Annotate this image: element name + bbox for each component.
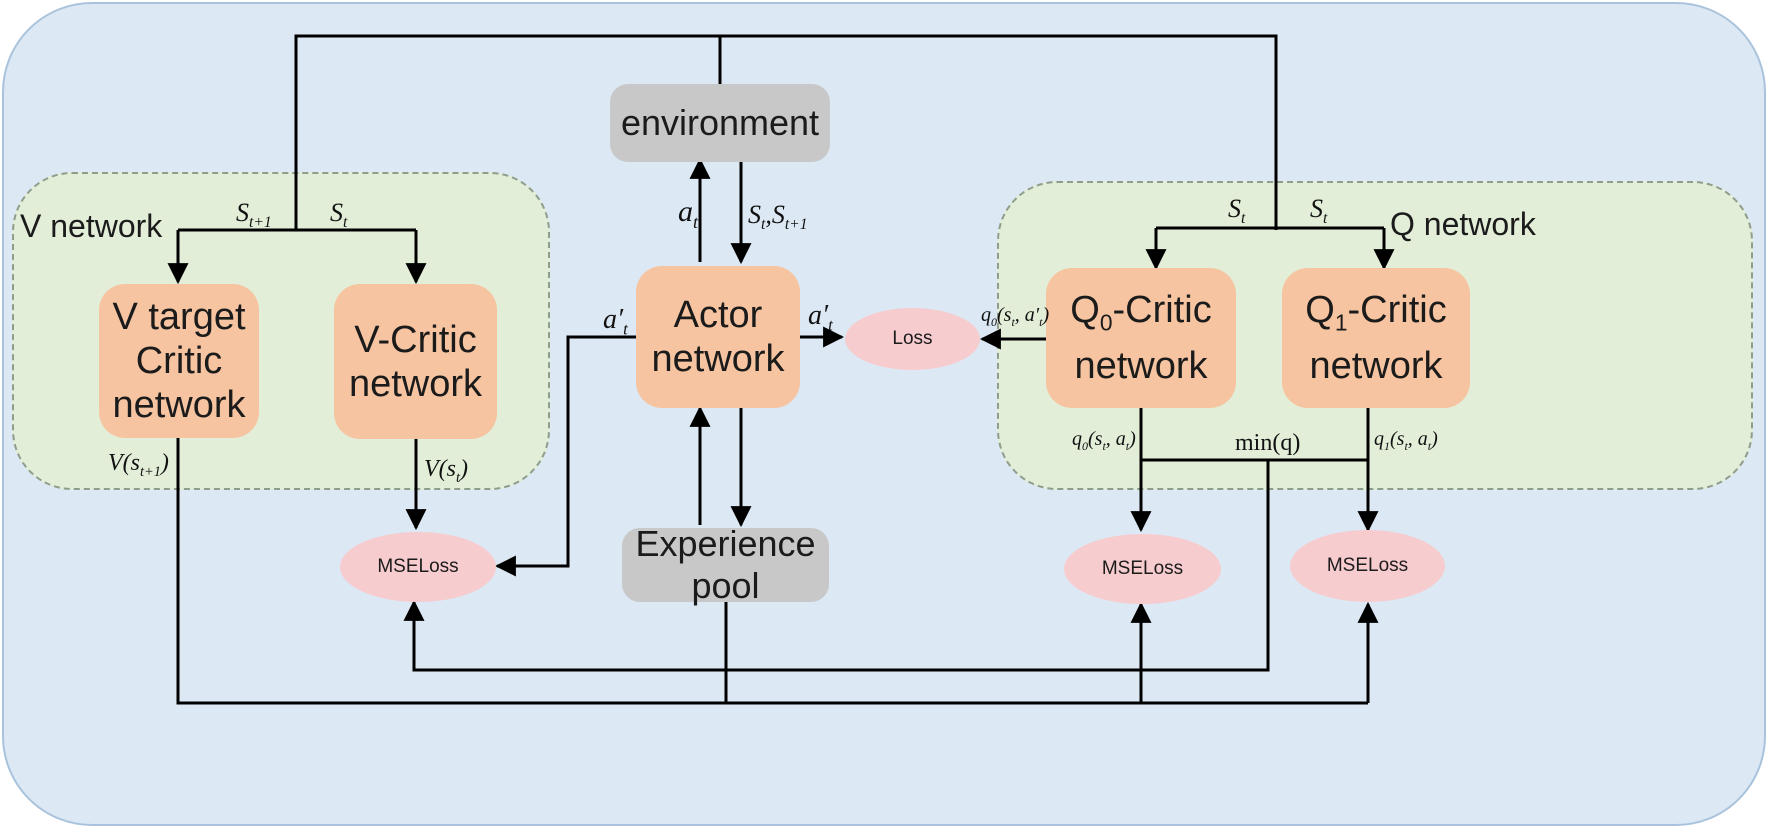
label-q-state-left: St — [1228, 194, 1246, 228]
q-network-label: Q network — [1390, 206, 1536, 242]
q1-mse-loss-ellipse: MSELoss — [1290, 530, 1445, 602]
label-min-q: min(q) — [1235, 430, 1301, 456]
v-mse-loss-ellipse: MSELoss — [340, 532, 496, 602]
experience-pool-box: Experience pool — [622, 523, 829, 606]
arrow-actor-to-v-mse — [494, 335, 636, 577]
environment-box: environment — [610, 84, 830, 162]
v-target-critic-box: V target Critic network — [99, 284, 259, 438]
label-v-value-current: V(st) — [424, 456, 468, 486]
arrow-minq-to-v-mse — [403, 460, 1270, 672]
label-at-prime-left: a′t — [603, 304, 628, 339]
q1-critic-box: Q1-Critic network — [1282, 268, 1470, 408]
q0-mse-loss-ellipse: MSELoss — [1064, 534, 1221, 604]
label-v-state-next: St+1 — [236, 198, 272, 232]
actor-network-box: Actor network — [636, 266, 800, 408]
top-feedback-line — [294, 34, 1278, 230]
label-state-pair: St,St+1 — [748, 200, 808, 234]
v-critic-box: V-Critic network — [334, 284, 497, 439]
label-v-state-current: St — [330, 198, 348, 232]
label-a-t: at — [678, 195, 699, 232]
label-q1-value: q1(st, at) — [1374, 428, 1438, 453]
label-q0-value: q0(st, at) — [1072, 428, 1136, 453]
min-q-bar — [1139, 408, 1370, 462]
label-v-value-next: V(st+1) — [108, 450, 169, 480]
v-network-label: V network — [20, 208, 163, 244]
loss-ellipse: Loss — [845, 308, 980, 370]
label-at-prime-right: a′t — [808, 300, 833, 335]
label-q-state-right: St — [1310, 194, 1328, 228]
bottom-return-line — [176, 436, 1368, 705]
label-q0-actor-action: q0(st, a′t) — [981, 304, 1050, 329]
q0-critic-box: Q0-Critic network — [1046, 268, 1236, 408]
